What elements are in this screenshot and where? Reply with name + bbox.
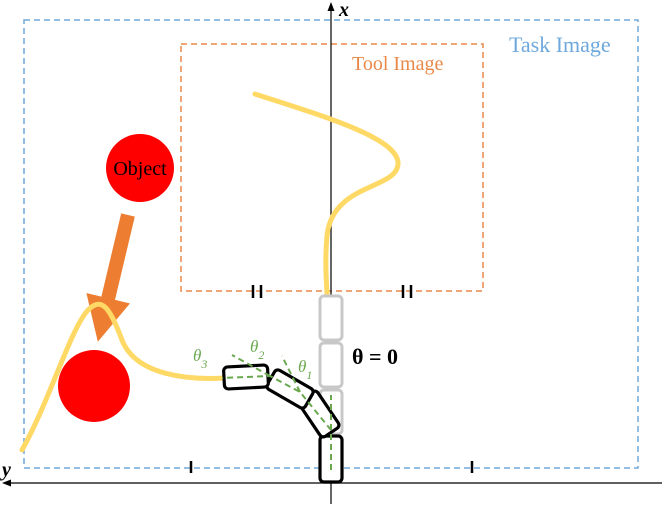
theta-3-label: θ3 xyxy=(193,346,207,371)
task-tool-curve xyxy=(19,301,227,453)
task-image-label: Task Image xyxy=(509,32,611,57)
object-target xyxy=(58,350,130,422)
rest-link-1 xyxy=(318,294,344,342)
joint-angle-lines xyxy=(221,354,332,470)
x-axis-arrowhead xyxy=(327,2,335,11)
x-axis-label: x xyxy=(338,0,349,21)
object-start xyxy=(106,134,174,202)
tool-image-label: Tool Image xyxy=(352,53,443,75)
y-axis-label: y xyxy=(0,459,11,481)
theta-1-label: θ1 xyxy=(298,357,312,382)
tool-image-tick-left xyxy=(251,285,263,298)
tool-curve xyxy=(252,91,401,297)
object-label: Object xyxy=(113,158,167,180)
theta-2-label: θ2 xyxy=(250,337,264,362)
y-axis-arrowhead xyxy=(2,479,11,487)
rest-link-2 xyxy=(318,341,344,389)
tool-image-tick-right xyxy=(401,285,413,298)
tool-image-box xyxy=(180,43,484,292)
theta-zero-label: θ = 0 xyxy=(352,344,398,369)
task-image-box xyxy=(23,19,639,469)
push-arrow xyxy=(86,213,135,342)
